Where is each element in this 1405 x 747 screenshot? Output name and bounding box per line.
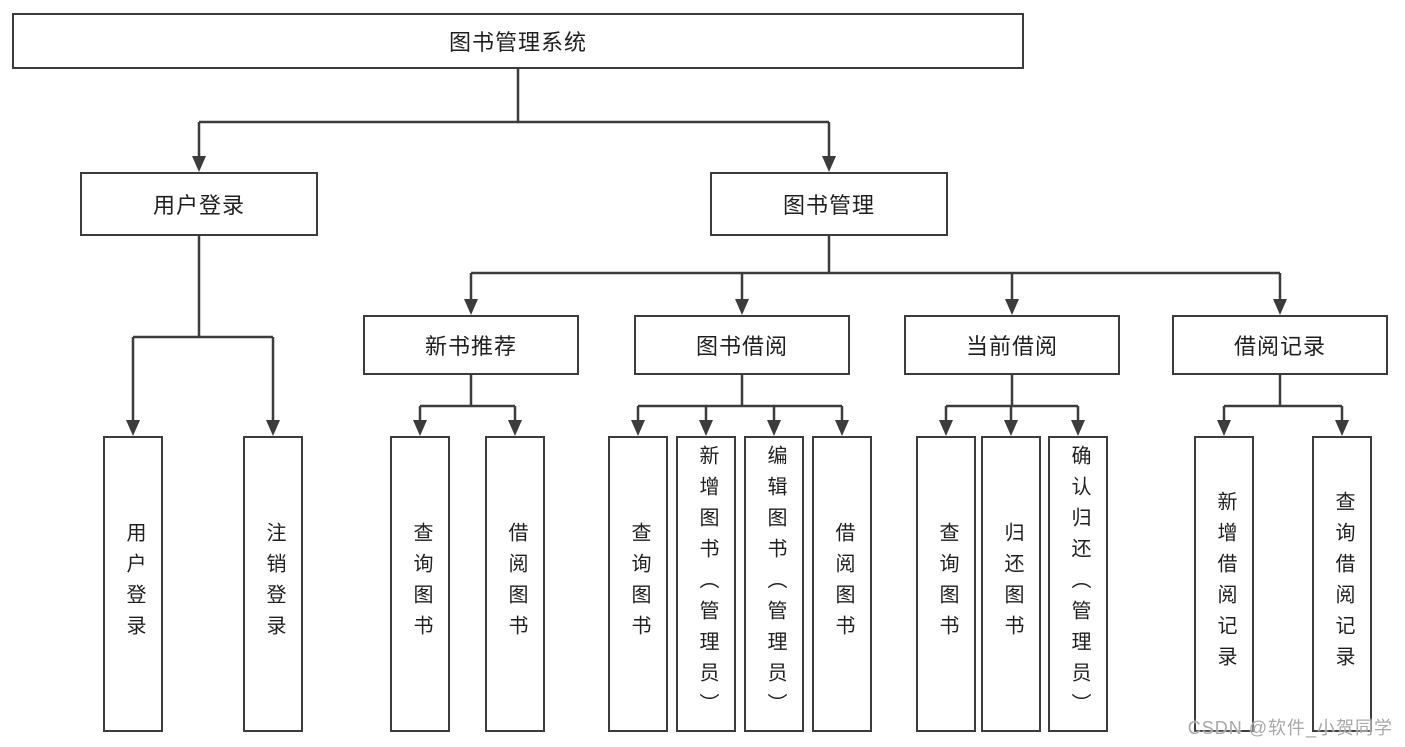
node-book-management: 图书管理 — [710, 172, 948, 236]
node-root: 图书管理系统 — [12, 13, 1024, 69]
leaf-logout: 注销登录 — [243, 436, 303, 732]
connector-borrow-record-children — [1217, 375, 1349, 436]
leaf-query-books-recommend: 查询图书 — [390, 436, 450, 732]
connector-line — [1222, 375, 1344, 422]
arrow-down-icon — [266, 420, 280, 436]
arrow-down-icon — [631, 420, 645, 436]
leaf-borrow-books-recommend: 借阅图书 — [485, 436, 545, 732]
connector-book-management-children — [464, 236, 1287, 315]
connector-line — [469, 236, 1282, 301]
connector-new-book-recommend-children — [413, 375, 522, 436]
arrow-down-icon — [699, 420, 713, 436]
leaf-edit-books-admin: 编辑图书（管理员） — [744, 436, 804, 732]
leaf-user-login: 用户登录 — [103, 436, 163, 732]
arrow-down-icon — [1273, 299, 1287, 315]
arrow-down-icon — [126, 420, 140, 436]
node-new-book-recommend: 新书推荐 — [363, 315, 579, 375]
node-book-borrow: 图书借阅 — [634, 315, 850, 375]
arrow-down-icon — [413, 420, 427, 436]
node-user-login: 用户登录 — [80, 172, 318, 236]
leaf-add-borrow-record: 新增借阅记录 — [1194, 436, 1254, 732]
csdn-watermark: CSDN @软件_小贺同学 — [1187, 718, 1393, 738]
connector-line — [418, 375, 517, 422]
connector-current-borrow-children — [939, 375, 1085, 436]
node-borrow-record: 借阅记录 — [1172, 315, 1388, 375]
node-current-borrow: 当前借阅 — [904, 315, 1120, 375]
arrow-down-icon — [1217, 420, 1231, 436]
arrow-down-icon — [767, 420, 781, 436]
arrow-down-icon — [192, 156, 206, 172]
connector-root-to-level2 — [192, 69, 836, 172]
leaf-return-books: 归还图书 — [981, 436, 1041, 732]
arrow-down-icon — [835, 420, 849, 436]
arrow-down-icon — [939, 420, 953, 436]
connector-book-borrow-children — [631, 375, 849, 436]
leaf-confirm-return-admin: 确认归还（管理员） — [1048, 436, 1108, 732]
arrow-down-icon — [508, 420, 522, 436]
arrow-down-icon — [464, 299, 478, 315]
arrow-down-icon — [1071, 420, 1085, 436]
connector-line — [197, 69, 831, 158]
arrow-down-icon — [1005, 299, 1019, 315]
connector-line — [944, 375, 1080, 422]
leaf-add-books-admin: 新增图书（管理员） — [676, 436, 736, 732]
connector-user-login-children — [126, 236, 280, 436]
connector-line — [131, 236, 275, 422]
leaf-query-borrow-record: 查询借阅记录 — [1312, 436, 1372, 732]
leaf-borrow-books: 借阅图书 — [812, 436, 872, 732]
leaf-query-books-current: 查询图书 — [916, 436, 976, 732]
leaf-query-books-borrow: 查询图书 — [608, 436, 668, 732]
arrow-down-icon — [735, 299, 749, 315]
arrow-down-icon — [1004, 420, 1018, 436]
arrow-down-icon — [822, 156, 836, 172]
arrow-down-icon — [1335, 420, 1349, 436]
connector-line — [636, 375, 844, 422]
